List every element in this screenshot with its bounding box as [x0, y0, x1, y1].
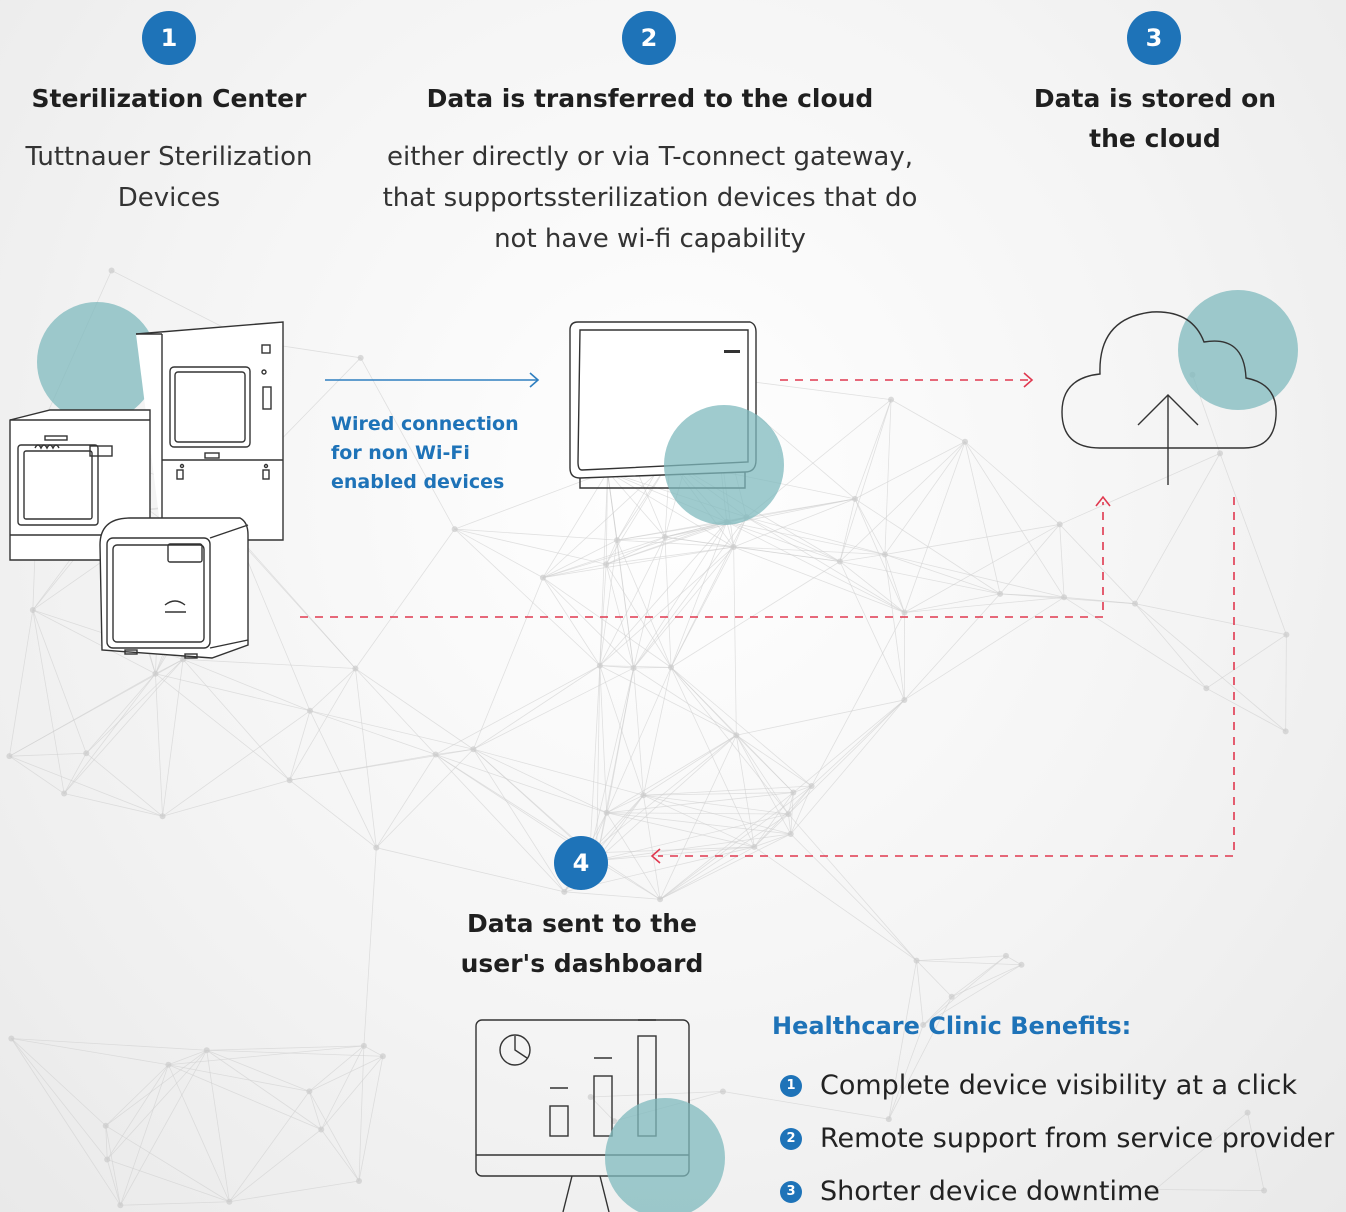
benefit-item: 2 Remote support from service provider — [780, 1123, 1334, 1154]
benefit-text: Shorter device downtime — [820, 1176, 1160, 1207]
cloud-to-dashboard-arrow — [650, 497, 1235, 864]
sterilizer-devices-icon — [9, 302, 284, 659]
wired-arrow — [325, 372, 540, 388]
step-3-badge: 3 — [1127, 11, 1181, 65]
step-2-title: Data is transferred to the cloud — [426, 84, 874, 113]
step-4-title: Data sent to the user's dashboard — [460, 909, 704, 978]
wired-connection-label: Wired connection for non Wi-Fi enabled d… — [331, 413, 519, 493]
benefit-number: 3 — [780, 1180, 802, 1203]
step-2-description: either directly or via T-connect gateway… — [382, 142, 918, 254]
benefit-text: Complete device visibility at a click — [820, 1070, 1297, 1101]
cloud-upload-icon — [1061, 290, 1298, 485]
benefit-number: 2 — [780, 1127, 802, 1150]
gateway-to-cloud-arrow — [780, 372, 1034, 388]
benefit-text: Remote support from service provider — [820, 1123, 1335, 1154]
devices-to-cloud-arrow — [300, 495, 1111, 618]
step-1-description: Tuttnauer Sterilization Devices — [25, 142, 313, 213]
gateway-device-icon — [569, 321, 784, 525]
benefits-title: Healthcare Clinic Benefits: — [772, 1012, 1132, 1040]
step-3-title: Data is stored on the cloud — [1033, 84, 1277, 153]
step-1-badge: 1 — [142, 11, 196, 65]
benefit-number: 1 — [780, 1074, 802, 1097]
step-2-badge: 2 — [622, 11, 676, 65]
benefit-item: 1 Complete device visibility at a click — [780, 1070, 1297, 1101]
step-4-badge: 4 — [554, 836, 608, 890]
dashboard-monitor-icon — [475, 1019, 725, 1212]
benefit-item: 3 Shorter device downtime — [780, 1176, 1160, 1207]
step-1-title: Sterilization Center — [31, 84, 307, 113]
